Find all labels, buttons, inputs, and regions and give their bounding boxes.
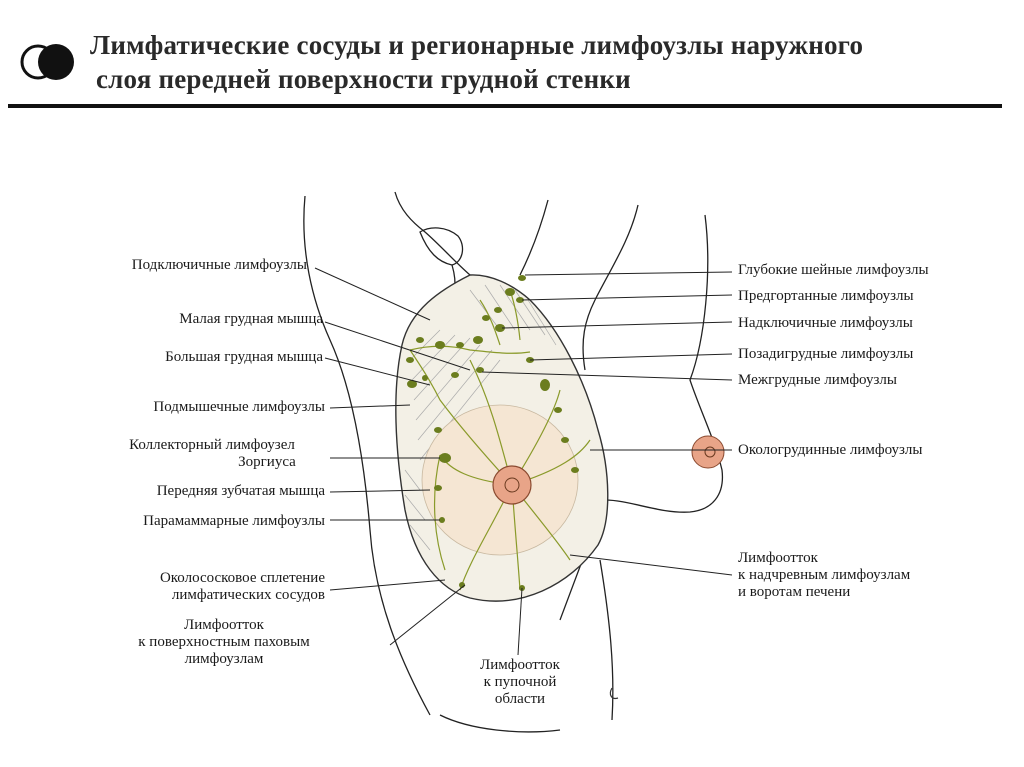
areola-left xyxy=(492,465,532,505)
label-pectoralis-minor: Малая грудная мышца xyxy=(179,311,323,327)
overlapping-circles-logo xyxy=(20,44,74,80)
nipple-left xyxy=(504,477,520,493)
areola-right xyxy=(691,435,725,469)
label-interpectoral-nodes: Межгрудные лимфоузлы xyxy=(738,372,897,388)
lymph-nodes xyxy=(406,275,579,591)
label-epigastric-drainage: Лимфоотток к надчревным лимфоузлам и вор… xyxy=(738,550,911,600)
label-axillary-nodes: Подмышечные лимфоузлы xyxy=(153,399,325,415)
label-inguinal-drainage: Лимфоотток к поверхностным паховым лимфо… xyxy=(138,617,310,667)
label-retrosternal-nodes: Позадигрудные лимфоузлы xyxy=(738,346,914,362)
label-parasternal-nodes: Окологрудинные лимфоузлы xyxy=(738,442,923,458)
page-title: Лимфатические сосуды и регионарные лимфо… xyxy=(90,28,1010,96)
label-serratus-anterior: Передняя зубчатая мышца xyxy=(156,483,325,499)
label-paramammary-nodes: Парамаммарные лимфоузлы xyxy=(143,513,325,529)
title-line-2: слоя передней поверхности грудной стенки xyxy=(96,64,631,94)
label-umbilical-drainage: Лимфоотток к пупочной области xyxy=(480,657,560,707)
label-supraclavicular-nodes: Надключичные лимфоузлы xyxy=(738,315,913,331)
label-subclavian-nodes: Подключичные лимфоузлы xyxy=(131,257,307,273)
label-sorgius-node: Коллекторный лимфоузел Зоргиуса xyxy=(129,437,296,470)
nipple-right xyxy=(704,446,716,458)
label-prelaryngeal-nodes: Предгортанные лимфоузлы xyxy=(738,288,914,304)
label-deep-cervical-nodes: Глубокие шейные лимфоузлы xyxy=(738,262,929,278)
leader-lines xyxy=(314,267,733,656)
label-pectoralis-major: Большая грудная мышца xyxy=(165,349,323,365)
title-divider xyxy=(8,104,1002,108)
header: Лимфатические сосуды и регионарные лимфо… xyxy=(0,0,1024,108)
navel xyxy=(609,687,619,700)
label-periareolar-plexus: Околососковое сплетение лимфатических со… xyxy=(159,570,325,603)
title-line-1: Лимфатические сосуды и регионарные лимфо… xyxy=(90,30,864,60)
